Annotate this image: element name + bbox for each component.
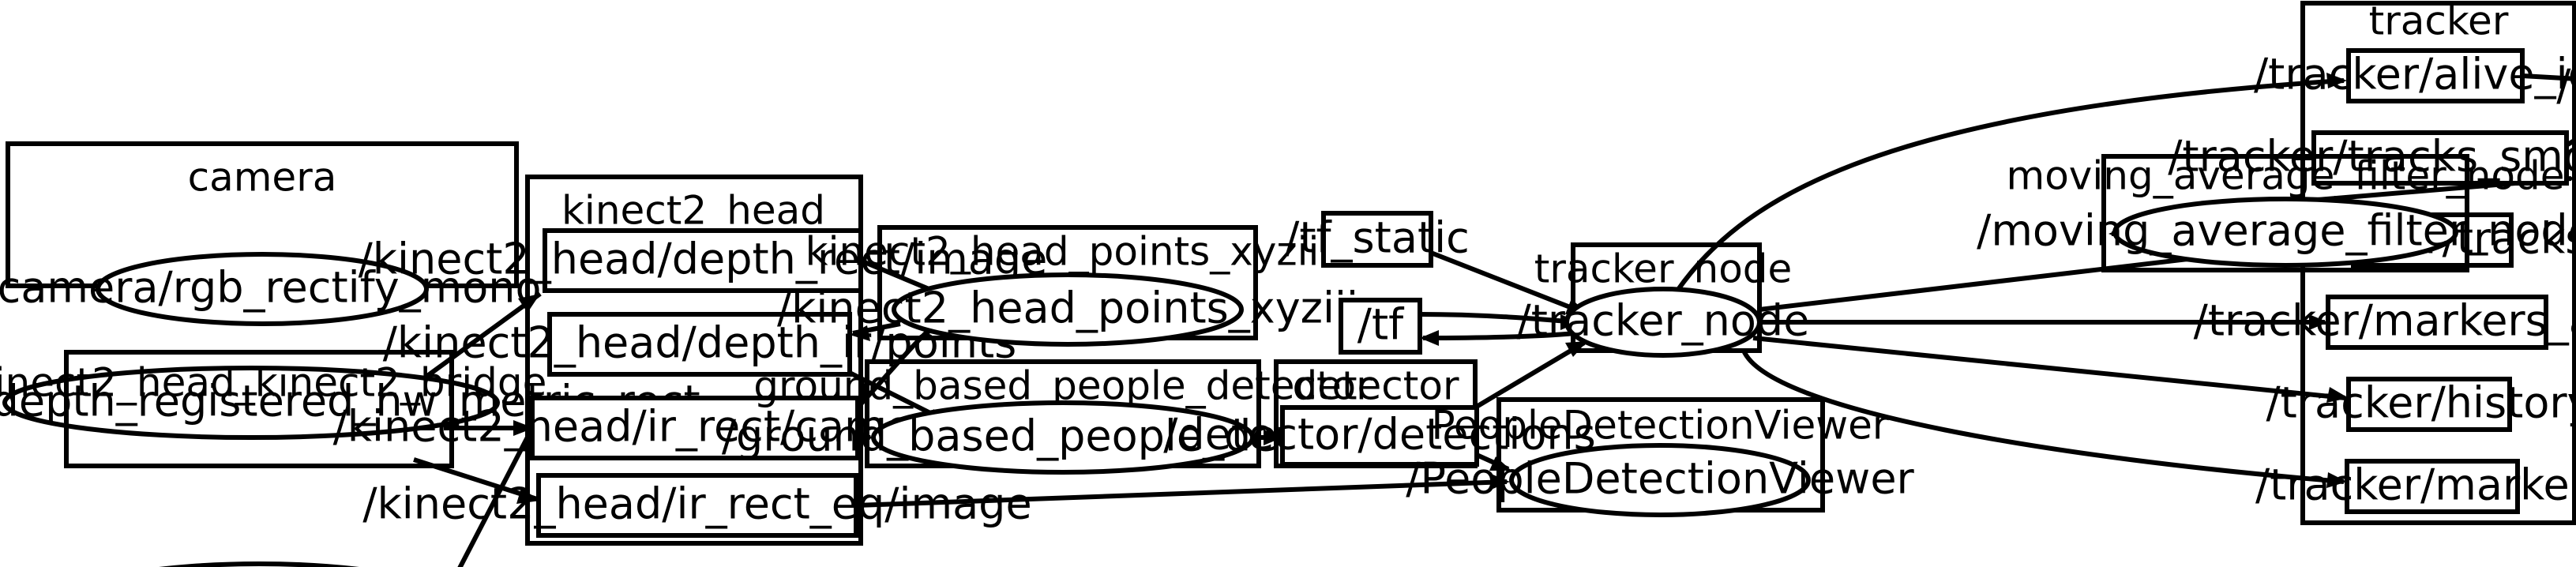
node-ellipse-kinect2_head_kinect2_bridge_node[interactable] [74,561,444,567]
topic-label-tracker_alive_ids: /tracker/alive_ids [2254,50,2576,100]
node-ellipse-moving_average_filter_node_node[interactable] [2112,197,2458,268]
node-label-ros2udp_converter_node: /ros2udp_converter [2556,61,2576,111]
topic-label-tracker_markers: /tracker/markers [2255,460,2576,510]
cluster-kinect2_head: kinect2_head [525,175,863,546]
node-label-tracker_node_node: /tracker_node [1517,296,1810,346]
cluster-box-kinect2_head_kinect2_bridge [64,350,454,468]
topic-label-tf: /tf [1357,300,1405,350]
topic-box-tf[interactable] [1339,298,1422,355]
topic-tracker_markers[interactable]: /tracker/markers [2255,459,2576,514]
node-moving_average_filter_node_node[interactable]: /moving_average_filter_node [1977,197,2576,268]
topic-label-tracker_markers_array: /tracker/markers_array [2194,296,2576,346]
edge-aliveids-to-ros2udp [2522,73,2576,81]
topic-detector_detections[interactable]: /detector/detections [1163,405,1596,467]
edge-trackernode-to-aliveids [1675,73,2347,292]
topic-label-detector_detections: /detector/detections [1163,410,1596,460]
cluster-box-moving_average_filter_node [2101,154,2469,272]
topic-ir_rect_eq_image[interactable]: /kinect2_head/ir_rect_eq/image [362,473,1032,538]
node-kinect2_head_points_xyziii_node[interactable]: /kinect2_head_points_xyziii [777,272,1358,347]
topic-box-ir_rect_camera_info[interactable] [530,396,860,460]
topic-label-depth_rect_image: /kinect2_head/depth_rect/image [359,235,1048,284]
node-ellipse-PeopleDetectionViewer_node[interactable] [1509,443,1811,517]
topic-box-tracker_markers[interactable] [2345,459,2520,514]
topic-box-tf_static[interactable] [1321,211,1433,268]
topic-tracker_history[interactable]: /tracker/history [2266,377,2576,432]
topic-depth_rect_image[interactable]: /kinect2_head/depth_rect/image [359,228,1048,293]
node-ellipse-camera_rgb_rectify_mono[interactable] [96,252,429,326]
cluster-label-tracker_node: tracker_node [1534,246,1793,292]
topic-box-depth_rect_image[interactable] [543,228,863,293]
node-ros2udp_converter_node[interactable]: /ros2udp_converter [2556,54,2576,120]
edge-bridge-to-irrect-horizontal [444,420,534,436]
node-ellipse-ground_based_people_detector_node[interactable] [871,400,1255,475]
node-label-PeopleDetectionViewer_node: /PeopleDetectionViewer [1406,454,1914,504]
cluster-moving_average_filter_node: moving_average_filter_node [2007,153,2565,272]
topic-box-depth_ir_points[interactable] [547,312,852,377]
node-kinect2_head_kinect2_bridge_node[interactable]: /kinect2_head_kinect2_bridge [0,561,577,567]
topic-box-tracker_alive_ids[interactable] [2346,48,2525,103]
cluster-label-kinect2_head_kinect2_bridge: kinect2_head_kinect2_bridge [0,360,546,406]
cluster-label-PeopleDetectionViewer: PeopleDetectionViewer [1432,403,1889,449]
cluster-tracker: tracker [2300,0,2576,525]
edge-trackernode-to-markersarray [1759,314,2328,330]
topic-tf[interactable]: /tf [1339,298,1422,355]
topic-box-tracker_history[interactable] [2346,377,2512,432]
topic-box-ir_rect_eq_image[interactable] [536,473,858,538]
topic-tracker_markers_array[interactable]: /tracker/markers_array [2194,295,2576,350]
topic-box-detector_detections[interactable] [1280,405,1479,467]
cluster-label-camera: camera [188,155,337,201]
topic-label-ir_rect_eq_image: /kinect2_head/ir_rect_eq/image [362,479,1031,529]
cluster-kinect2_head_kinect2_bridge: kinect2_head_kinect2_bridge [0,350,546,468]
topic-label-tf_static: /tf_static [1285,213,1470,263]
cluster-label-tracker: tracker [2369,0,2509,44]
node-ellipse-camera_depth_registered_hw_metric_rect[interactable] [2,366,500,440]
edge-trackernode-to-history [1752,336,2349,403]
cluster-label-kinect2_head: kinect2_head [561,188,825,234]
edge-trackernode-to-markers [1741,349,2347,488]
topic-box-tracker_markers_array[interactable] [2326,295,2548,350]
cluster-label-kinect2_head_points_xyziii: kinect2_head_points_xyziii [805,229,1331,275]
cluster-label-detector: detector [1292,363,1459,409]
node-PeopleDetectionViewer_node[interactable]: /PeopleDetectionViewer [1406,443,1915,517]
node-label-moving_average_filter_node_node: /moving_average_filter_node [1977,206,2576,256]
node-ellipse-kinect2_head_points_xyziii_node[interactable] [892,272,1244,347]
cluster-box-kinect2_head [525,175,863,546]
node-ellipse-tracker_node_node[interactable] [1564,287,1762,358]
node-camera_rgb_rectify_mono[interactable]: /camera/rgb_rectify_mono [0,252,542,326]
node-tracker_node_node[interactable]: /tracker_node [1517,287,1810,358]
node-label-camera_rgb_rectify_mono: /camera/rgb_rectify_mono [0,263,542,313]
cluster-label-moving_average_filter_node: moving_average_filter_node [2007,153,2565,199]
topic-tracker_alive_ids[interactable]: /tracker/alive_ids [2254,48,2576,103]
topic-label-tracker_history: /tracker/history [2266,378,2576,428]
edge-trackernode-to-tf [1420,330,1577,346]
node-label-kinect2_head_points_xyziii_node: /kinect2_head_points_xyziii [777,284,1358,333]
topic-tf_static[interactable]: /tf_static [1285,211,1470,268]
